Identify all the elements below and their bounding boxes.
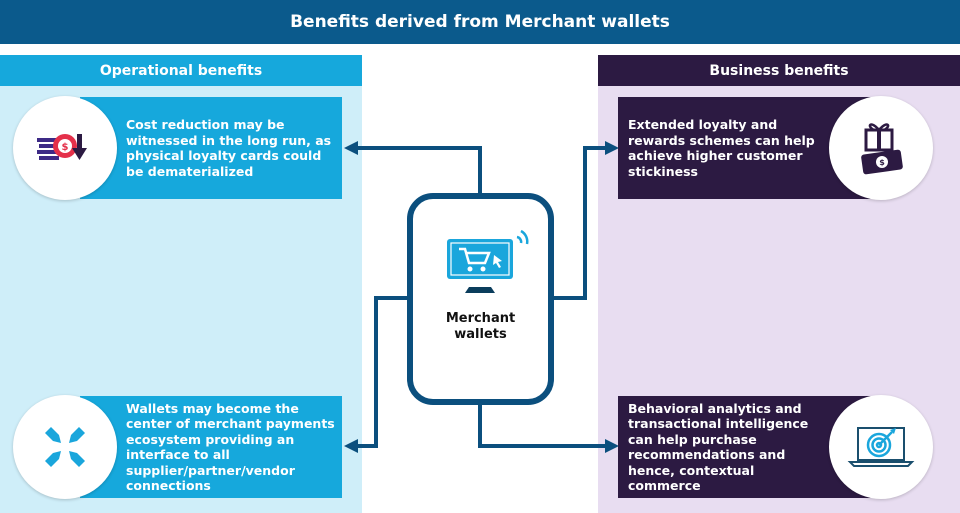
arrowhead [344,141,358,155]
benefit-text: Extended loyalty and rewards schemes can… [628,117,815,179]
arrowhead [605,439,619,453]
converging-arrows-icon [13,395,117,499]
operational-benefits-header: Operational benefits [0,55,362,86]
benefit-text: Wallets may become the center of merchan… [126,400,335,494]
svg-text:$: $ [62,142,69,153]
arrowhead [605,141,619,155]
monitor-cart-icon [441,227,531,301]
business-benefits-header: Business benefits [598,55,960,86]
cost-reduction-icon: $ [13,96,117,200]
page-title: Benefits derived from Merchant wallets [0,0,960,44]
benefit-text: Cost reduction may be witnessed in the l… [126,117,332,179]
benefit-ecosystem: Wallets may become the center of merchan… [80,396,342,498]
laptop-target-icon [829,395,933,499]
svg-text:$: $ [879,158,885,167]
gift-money-icon: $ [829,96,933,200]
merchant-wallets-label: Merchant wallets [445,311,516,342]
merchant-wallets-node: Merchant wallets [407,193,554,405]
benefit-cost-reduction: Cost reduction may be witnessed in the l… [80,97,342,199]
benefit-text: Behavioral analytics and transactional i… [628,400,809,494]
arrowhead [344,439,358,453]
